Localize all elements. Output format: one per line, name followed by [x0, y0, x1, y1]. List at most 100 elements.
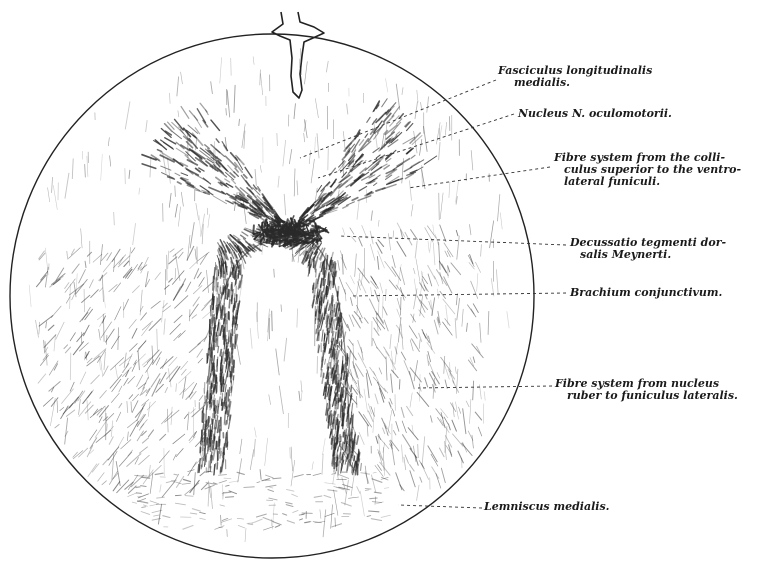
- fibre-stroke: [476, 262, 481, 272]
- fibre-stroke: [472, 344, 483, 358]
- fibre-stroke: [420, 139, 422, 155]
- fibre-stroke: [361, 464, 362, 471]
- fibre-stroke: [212, 367, 213, 374]
- fibre-stroke: [392, 370, 399, 378]
- fibre-stroke: [320, 263, 321, 268]
- fibre-stroke: [317, 326, 318, 333]
- fibre-stroke: [478, 427, 481, 436]
- fibre-stroke: [170, 324, 181, 335]
- fibre-stroke: [441, 468, 445, 482]
- fibre-stroke: [314, 496, 322, 497]
- fibre-stroke: [149, 430, 154, 437]
- fibre-stroke: [76, 280, 88, 294]
- fibre-stroke: [445, 251, 448, 257]
- fibre-stroke: [181, 361, 188, 369]
- fibre-stroke: [219, 481, 227, 484]
- fibre-stroke: [424, 126, 428, 151]
- fibre-stroke: [54, 335, 55, 351]
- fibre-stroke: [371, 287, 372, 295]
- fibre-stroke: [322, 292, 323, 306]
- fibre-stroke: [339, 277, 345, 294]
- fibre-stroke: [321, 182, 330, 191]
- fibre-stroke: [217, 401, 218, 413]
- fibre-stroke: [340, 383, 341, 387]
- fibre-stroke: [240, 439, 242, 454]
- fibre-stroke: [79, 448, 88, 457]
- fibre-stroke: [141, 512, 150, 515]
- fibre-stroke: [60, 407, 64, 410]
- fibre-stroke: [237, 518, 243, 519]
- fibre-stroke: [421, 102, 422, 110]
- fibre-stroke: [181, 173, 188, 176]
- fibre-stroke: [417, 296, 425, 312]
- fibre-stroke: [57, 401, 58, 413]
- fibre-stroke: [203, 178, 210, 184]
- fibre-stroke: [415, 102, 418, 119]
- fibre-stroke: [239, 119, 240, 125]
- fibre-stroke: [455, 367, 456, 374]
- fibre-stroke: [252, 519, 262, 523]
- fibre-stroke: [369, 511, 379, 512]
- label-line: Lemniscus medialis.: [484, 501, 609, 513]
- fibre-stroke: [414, 279, 417, 298]
- fibre-stroke: [192, 509, 200, 511]
- fibre-stroke: [400, 268, 404, 285]
- fibre-stroke: [209, 339, 210, 349]
- fibre-stroke: [291, 460, 295, 486]
- fibre-stroke: [233, 305, 234, 312]
- fibre-stroke: [214, 196, 227, 204]
- fibre-stroke: [178, 207, 180, 227]
- fibre-stroke: [373, 371, 379, 382]
- fibre-stroke: [99, 417, 102, 423]
- fibre-stroke: [414, 289, 417, 309]
- fibre-stroke: [351, 298, 353, 306]
- fibre-stroke: [210, 456, 211, 468]
- fibre-stroke: [138, 494, 148, 498]
- fibre-stroke: [225, 415, 226, 424]
- fibre-stroke: [257, 514, 267, 517]
- fibre-stroke: [79, 400, 81, 415]
- fibre-stroke: [391, 444, 394, 465]
- fibre-stroke: [345, 480, 349, 505]
- fibre-stroke: [376, 314, 378, 332]
- fibre-stroke: [227, 530, 228, 537]
- fibre-stroke: [210, 396, 211, 403]
- fibre-stroke: [292, 494, 298, 496]
- fibre-stroke: [174, 474, 177, 475]
- fibre-stroke: [380, 283, 383, 293]
- fibre-stroke: [142, 390, 147, 395]
- fibre-stroke: [124, 261, 129, 266]
- fibre-stroke: [428, 446, 437, 462]
- fibre-stroke: [149, 319, 161, 331]
- fibre-stroke: [243, 239, 251, 247]
- fibre-stroke: [390, 399, 392, 405]
- fibre-stroke: [146, 360, 154, 373]
- fibre-stroke: [177, 476, 184, 487]
- fibre-stroke: [181, 72, 183, 84]
- fibre-stroke: [305, 62, 308, 84]
- fibre-stroke: [99, 288, 102, 292]
- fibre-stroke: [331, 505, 333, 529]
- fibre-stroke: [124, 378, 128, 385]
- fibre-stroke: [165, 138, 176, 144]
- fibre-stroke: [283, 514, 287, 516]
- fibre-stroke: [325, 359, 326, 364]
- fibre-stroke: [328, 417, 329, 422]
- fibre-stroke: [263, 527, 273, 531]
- fibre-stroke: [191, 409, 196, 413]
- fibre-stroke: [111, 393, 119, 402]
- fibre-stroke: [178, 252, 183, 258]
- fibre-stroke: [322, 373, 324, 383]
- fibre-stroke: [451, 403, 456, 412]
- fibre-stroke: [108, 138, 109, 146]
- fibre-stroke: [402, 421, 406, 433]
- fibre-stroke: [78, 391, 85, 401]
- fibre-stroke: [498, 195, 500, 222]
- fibre-stroke: [333, 474, 335, 484]
- fibre-stroke: [470, 225, 471, 235]
- fibre-stroke: [359, 432, 364, 444]
- fibre-stroke: [151, 301, 160, 308]
- fibre-stroke: [98, 473, 104, 481]
- fibre-stroke: [488, 311, 489, 334]
- fibre-stroke: [142, 164, 156, 169]
